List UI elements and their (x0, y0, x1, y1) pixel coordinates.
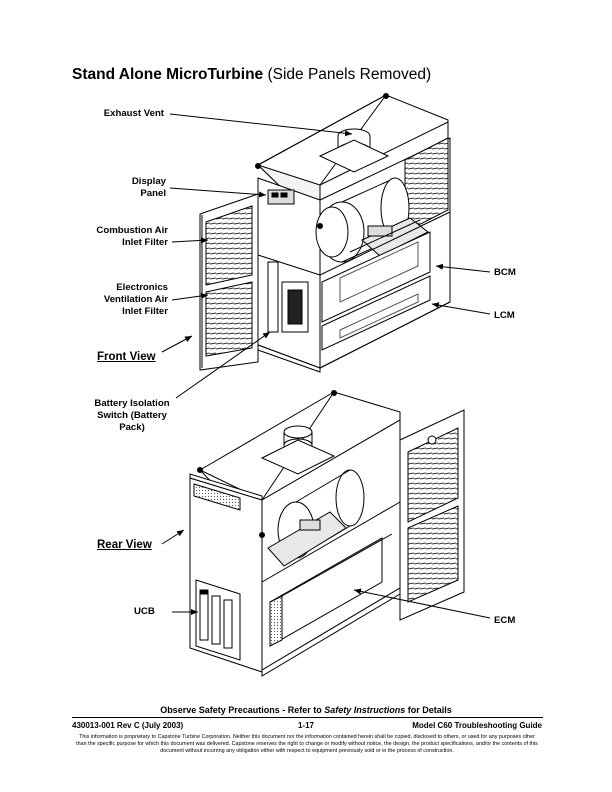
guide-title: Model C60 Troubleshooting Guide (412, 721, 542, 730)
callout-ucb: UCB (134, 606, 155, 617)
callout-electronics-filter: Electronics Ventilation Air Inlet Filter (103, 282, 168, 317)
callout-exhaust-vent: Exhaust Vent (103, 108, 164, 119)
rear-view-drawing (189, 390, 465, 677)
callout-battery-switch: Battery Isolation Switch (Battery Pack) (94, 398, 170, 433)
page-title-bold: Stand Alone MicroTurbine (72, 66, 264, 83)
callout-display-panel: Display Panel (131, 176, 166, 199)
callout-ecm: ECM (494, 615, 516, 626)
rear-view-label: Rear View (97, 539, 152, 551)
callout-leaders (161, 113, 491, 619)
page-title: Stand Alone MicroTurbine (Side Panels Re… (72, 66, 431, 84)
safety-notice-suffix: for Details (405, 705, 452, 715)
callout-lcm: LCM (494, 310, 515, 321)
front-view-label: Front View (97, 351, 156, 363)
page-title-rest: (Side Panels Removed) (263, 66, 432, 83)
safety-notice-emphasis: Safety Instructions (324, 705, 406, 715)
safety-notice-prefix: Observe Safety Precautions - Refer to (160, 705, 325, 715)
callout-bcm: BCM (494, 267, 516, 278)
front-view-drawing (199, 93, 451, 373)
doc-number: 430013-001 Rev C (July 2003) (72, 721, 184, 730)
safety-notice: Observe Safety Precautions - Refer to Sa… (0, 705, 612, 715)
footer-rule (72, 717, 543, 718)
callout-combustion-filter: Combustion Air Inlet Filter (96, 225, 168, 248)
legal-notice: This information is proprietary to Capst… (76, 734, 538, 754)
page-number: 1-17 (297, 721, 314, 730)
